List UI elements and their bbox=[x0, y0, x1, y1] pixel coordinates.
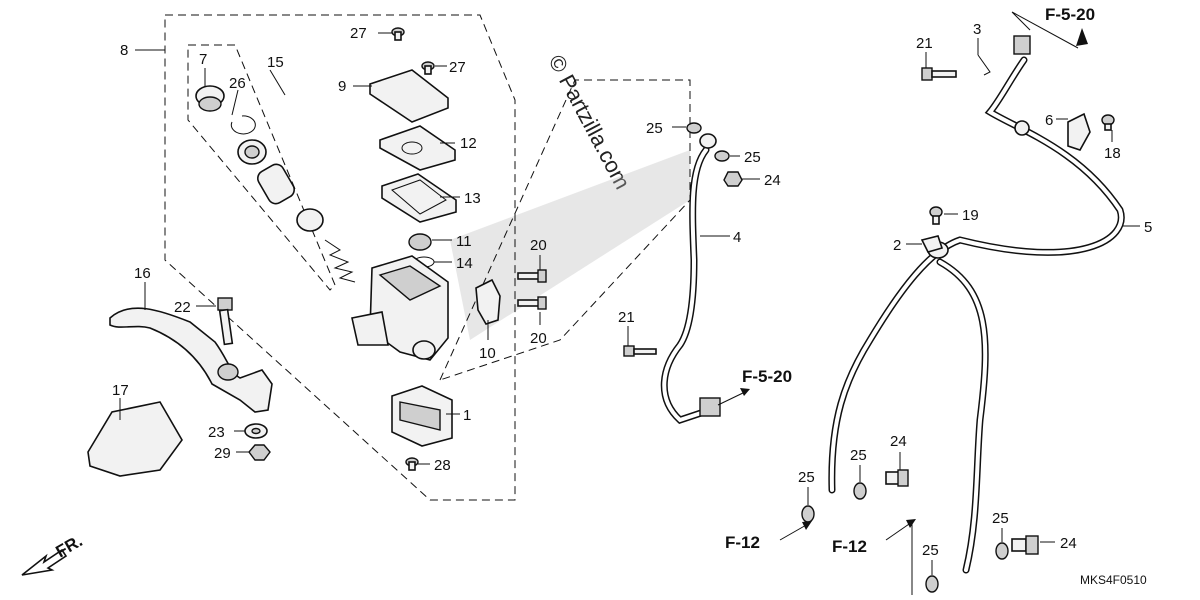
part-bolt-24a bbox=[723, 171, 743, 187]
part-master-cylinder-body bbox=[351, 255, 449, 361]
label-part-29: 29 bbox=[214, 445, 231, 462]
label-part-19: 19 bbox=[962, 207, 979, 224]
label-part-6: 6 bbox=[1045, 112, 1053, 129]
ref-f520-mid: F-5-20 bbox=[742, 367, 792, 386]
part-clip-3 bbox=[977, 54, 991, 76]
label-part-17: 17 bbox=[112, 382, 129, 399]
label-part-27a: 27 bbox=[350, 25, 367, 42]
label-part-24b: 24 bbox=[890, 433, 907, 450]
ref-f520-top: F-5-20 bbox=[1045, 5, 1095, 24]
label-part-21b: 21 bbox=[618, 309, 635, 326]
part-bolt-24c bbox=[1011, 535, 1039, 555]
label-part-20a: 20 bbox=[530, 237, 547, 254]
fr-direction-arrow bbox=[21, 548, 68, 576]
part-plate-12 bbox=[379, 125, 456, 171]
label-part-10: 10 bbox=[479, 345, 496, 362]
ref-f12-right: F-12 bbox=[832, 537, 867, 556]
part-bolt-22 bbox=[217, 297, 234, 346]
part-washer-25f bbox=[925, 575, 939, 593]
part-screw-19 bbox=[929, 206, 943, 225]
watermark: © Partzilla.com bbox=[544, 51, 636, 194]
label-part-20b: 20 bbox=[530, 330, 547, 347]
part-bolt-21b bbox=[623, 345, 657, 357]
part-washer-25e bbox=[995, 542, 1009, 560]
assembly-outline-15 bbox=[187, 44, 336, 291]
part-washer-25a bbox=[686, 122, 702, 134]
part-hose-5 bbox=[828, 35, 1125, 574]
reservoir-outline bbox=[439, 79, 691, 381]
label-part-25a: 25 bbox=[646, 120, 663, 137]
label-part-21a: 21 bbox=[916, 35, 933, 52]
part-circlip-26 bbox=[230, 115, 256, 135]
label-part-12: 12 bbox=[460, 135, 477, 152]
label-part-5: 5 bbox=[1144, 219, 1152, 236]
part-clamp-2 bbox=[920, 235, 944, 253]
part-holder-10 bbox=[475, 278, 501, 325]
part-diaphragm-13 bbox=[381, 173, 457, 223]
label-part-25b: 25 bbox=[744, 149, 761, 166]
label-part-8: 8 bbox=[120, 42, 128, 59]
label-part-23: 23 bbox=[208, 424, 225, 441]
label-part-26: 26 bbox=[229, 75, 246, 92]
label-part-7: 7 bbox=[199, 51, 207, 68]
diagram-code: MKS4F0510 bbox=[1080, 573, 1147, 587]
part-reservoir-cap-9 bbox=[369, 69, 449, 123]
label-part-22: 22 bbox=[174, 299, 191, 316]
label-part-9: 9 bbox=[338, 78, 346, 95]
part-bolt-21a bbox=[921, 67, 957, 81]
part-washer-25c bbox=[853, 482, 867, 500]
label-part-24a: 24 bbox=[764, 172, 781, 189]
label-part-25f: 25 bbox=[922, 542, 939, 559]
part-piston bbox=[237, 139, 356, 283]
label-part-4: 4 bbox=[733, 229, 741, 246]
label-part-18: 18 bbox=[1104, 145, 1121, 162]
label-part-1: 1 bbox=[463, 407, 471, 424]
part-screw-27 bbox=[391, 27, 435, 75]
part-screw-28 bbox=[405, 457, 419, 471]
hatch-area bbox=[450, 150, 690, 340]
part-screw-18 bbox=[1101, 114, 1115, 131]
label-part-2: 2 bbox=[893, 237, 901, 254]
label-part-16: 16 bbox=[134, 265, 151, 282]
label-part-25c: 25 bbox=[850, 447, 867, 464]
label-part-28: 28 bbox=[434, 457, 451, 474]
part-cover-17 bbox=[87, 401, 183, 477]
part-washer-25d bbox=[801, 505, 815, 523]
label-part-11: 11 bbox=[456, 233, 472, 250]
assembly-outline-8 bbox=[164, 14, 516, 501]
part-hose-4 bbox=[660, 133, 721, 424]
label-part-25d: 25 bbox=[798, 469, 815, 486]
part-boot-7 bbox=[195, 85, 225, 112]
part-bolt-20 bbox=[517, 269, 547, 310]
label-part-15: 15 bbox=[267, 54, 284, 71]
label-part-27b: 27 bbox=[449, 59, 466, 76]
label-part-13: 13 bbox=[464, 190, 481, 207]
label-part-24c: 24 bbox=[1060, 535, 1077, 552]
label-part-14: 14 bbox=[456, 255, 473, 272]
part-bolt-24b bbox=[885, 469, 909, 487]
part-switch-1 bbox=[391, 385, 453, 447]
ref-f12-left: F-12 bbox=[725, 533, 760, 552]
part-cap-11 bbox=[408, 233, 432, 251]
part-clamp-6 bbox=[1067, 112, 1091, 151]
part-nut-29 bbox=[248, 444, 271, 461]
label-part-3: 3 bbox=[973, 21, 981, 38]
part-washer-25b bbox=[714, 150, 730, 162]
label-part-25e: 25 bbox=[992, 510, 1009, 527]
part-lever-16 bbox=[109, 307, 273, 413]
